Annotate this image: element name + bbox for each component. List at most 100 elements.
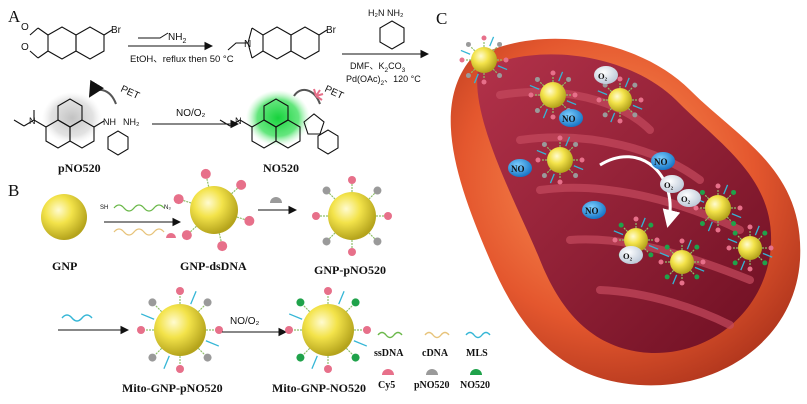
dye-cap [181,230,192,241]
panel-label-c: C [436,9,447,28]
dye-cap [679,280,685,286]
dna-strand [154,347,163,356]
dna-strand [561,103,567,109]
naphthalic-anhydride-structure [29,26,113,60]
dye-cap [664,244,670,250]
dye-cap [726,245,732,251]
dye-cap [215,326,223,334]
pno520-nh: NH [103,117,116,127]
dye-cap [633,216,639,222]
pno520-addition-mark [270,197,282,203]
legend-no520-swatch [470,369,482,375]
dye-cap [715,227,721,233]
dye-cap [503,57,509,63]
dna-strand [690,270,696,276]
imide-n: N [244,39,251,50]
dye-cap [550,114,556,120]
legend-cdna: cDNA [422,348,449,359]
dye-cap [324,287,332,295]
diamine-label: H₂N NH₂ [368,8,404,18]
dye-cap [541,141,547,147]
dna-strand [197,304,206,313]
dye-cap [465,41,471,47]
pno520-nh2: NH₂ [123,117,140,127]
dna-strand [231,186,240,195]
legend-mls-swatch [465,331,491,339]
dye-cap [351,353,360,362]
dye-cap [694,274,700,280]
mito-gnp-particle [658,238,706,286]
legend-pno520-swatch [426,369,438,375]
no520-structure [219,98,339,155]
dna-strand [345,304,354,313]
phenylenediamine-structure [379,20,405,50]
dye-cap [203,298,212,307]
dye-cap [244,215,255,226]
dye-cap [557,135,563,141]
dye-cap [747,224,753,230]
mito-gnp-particle [693,183,743,233]
mls-strand [565,136,571,147]
dye-cap [699,221,705,227]
dna-strand [668,248,674,254]
dna-strand [328,192,336,200]
dye-cap [535,157,541,163]
mls-strand [338,290,345,305]
svg-text:NO: NO [654,157,668,167]
dye-cap [459,57,465,63]
dna-strand [328,232,336,240]
label-mito-gnp-pno520: Mito-GNP-pNO520 [122,381,223,395]
mls-strand [549,173,555,184]
dye-cap [481,79,487,85]
mls-strand [573,165,584,171]
mls-strand [288,313,303,320]
dye-cap [715,183,721,189]
svg-text:O₂: O₂ [598,71,608,81]
mls-strand [723,184,729,195]
dna-strand [561,81,567,87]
pet-curved-arrow-1 [88,79,117,105]
dye-cap [732,230,738,236]
dye-cap [731,221,737,227]
dna-strand [302,304,311,313]
mito-particles [459,35,774,286]
label-mito-gnp-no520: Mito-GNP-NO520 [272,381,366,395]
legend-cdna-swatch [424,331,450,339]
mito-gnp-particle [596,76,644,124]
mls-strand [648,244,659,250]
dna-strand [568,168,574,174]
dna-strand [188,225,197,234]
mls-strand [473,73,479,84]
anhydride-o-bottom: O [21,42,29,53]
dye-cap [351,298,360,307]
dye-cap [312,212,320,220]
o2-badge: O₂ [594,66,618,84]
gnp-bare-particle [41,194,87,240]
mls-strand [731,213,742,219]
pet-blocked-burst-icon [313,88,324,101]
propargylamine-label: NH2 [168,32,186,45]
dna-strand [704,194,710,200]
gnp-pno520-particle [312,176,392,256]
mls-strand [558,71,564,82]
pet-label-2: PET [323,84,345,102]
dye-cap [648,222,654,228]
mls-strand [727,238,738,244]
dna-strand [568,146,574,152]
reaction-2-conditions-line1: DMF、K2CO3 [350,61,406,74]
mls-strand [542,108,548,119]
dye-cap [579,157,585,163]
mls-strand [529,84,540,90]
mls-strand [659,252,670,258]
svg-text:NO: NO [585,206,599,216]
dye-cap [658,259,664,265]
dye-cap [528,92,534,98]
dye-cap [148,298,157,307]
legend: ssDNA cDNA MLS Cy5 pNO520 NO520 [374,331,491,391]
mito-gnp-particle [726,224,774,272]
dna-strand [628,86,634,92]
mls-strand [536,149,547,155]
sh-label: SH [100,205,108,211]
dna-strand [736,234,742,240]
